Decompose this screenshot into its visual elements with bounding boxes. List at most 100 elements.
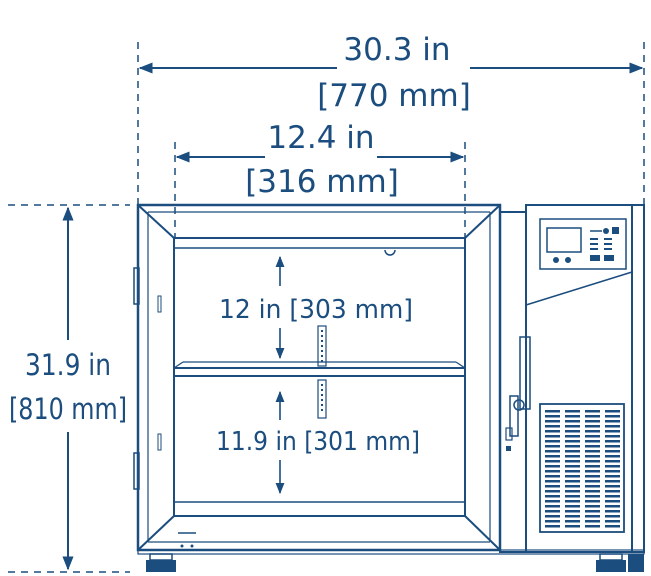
grille-slot [545, 430, 560, 433]
grille-slot [585, 435, 600, 438]
upper-shelf-dimension: 12 in [303 mm] [219, 255, 413, 360]
grille-slot [605, 410, 620, 413]
side-cabinet [499, 204, 645, 553]
grille-slot [565, 410, 580, 413]
grille-slot [545, 510, 560, 513]
leveling-foot [137, 549, 645, 572]
grille-slot [565, 505, 580, 508]
grille-slot [585, 460, 600, 463]
grille-slot [565, 430, 580, 433]
grille-slot [565, 485, 580, 488]
grille-slot [545, 420, 560, 423]
grille-slot [545, 495, 560, 498]
grille-slot [565, 450, 580, 453]
grille-slot [545, 520, 560, 523]
interior-width-metric: [316 mm] [245, 164, 399, 200]
grille-slot [565, 480, 580, 483]
grille-slot [585, 525, 600, 528]
grille-slot [585, 505, 600, 508]
grille-slot [605, 515, 620, 518]
grille-slot [565, 455, 580, 458]
grille-slot [585, 485, 600, 488]
hinge-bottom [133, 452, 140, 490]
grille-slot [565, 495, 580, 498]
grille-slot [605, 415, 620, 418]
grille-slot [585, 415, 600, 418]
grille-slot [545, 500, 560, 503]
door-handle [519, 336, 531, 410]
lower-shelf-height-label: 11.9 in [301 mm] [216, 427, 420, 457]
grille-slot [545, 465, 560, 468]
grille-slot [585, 420, 600, 423]
grille-slot [585, 470, 600, 473]
grille-slot [585, 500, 600, 503]
grille-slot [585, 440, 600, 443]
grille-slot [605, 480, 620, 483]
grille-slot [565, 420, 580, 423]
grille-slot [545, 505, 560, 508]
shelf-rail [317, 325, 327, 419]
grille-slot [605, 440, 620, 443]
grille-slot [605, 505, 620, 508]
grille-slot [545, 455, 560, 458]
lower-shelf-dimension: 11.9 in [301 mm] [216, 390, 420, 495]
grille-slot [545, 440, 560, 443]
grille-slot [565, 470, 580, 473]
upper-shelf-height-label: 12 in [303 mm] [219, 295, 413, 325]
grille-slot [565, 460, 580, 463]
grille-slot [545, 425, 560, 428]
ventilation-grille [539, 403, 625, 533]
grille-slot [545, 490, 560, 493]
grille-slot [585, 475, 600, 478]
grille-slot [585, 450, 600, 453]
grille-slot [605, 430, 620, 433]
grille-slot [565, 415, 580, 418]
control-panel-display [539, 218, 627, 270]
grille-slot [585, 490, 600, 493]
grille-slot [585, 515, 600, 518]
overall-height-metric: [810 mm] [9, 392, 127, 426]
grille-slot [585, 455, 600, 458]
grille-slot [565, 520, 580, 523]
grille-slot [605, 475, 620, 478]
grille-slot [605, 445, 620, 448]
grille-slot [585, 445, 600, 448]
grille-slot [605, 490, 620, 493]
grille-slot [605, 470, 620, 473]
grille-slot [605, 485, 620, 488]
grille-slot [605, 420, 620, 423]
grille-slot [545, 470, 560, 473]
grille-slot [565, 510, 580, 513]
overall-height-dimension: 31.9 in [810 mm] [8, 204, 130, 573]
grille-slot [545, 480, 560, 483]
overall-width-imperial: 30.3 in [343, 32, 450, 68]
grille-slot [585, 410, 600, 413]
grille-slot [565, 500, 580, 503]
grille-slot [605, 520, 620, 523]
grille-slot [545, 525, 560, 528]
grille-slot [545, 445, 560, 448]
overall-width-metric: [770 mm] [317, 78, 471, 114]
grille-slot [585, 465, 600, 468]
grille-slot [565, 475, 580, 478]
grille-slot [605, 450, 620, 453]
grille-slot [565, 515, 580, 518]
hinge-top [133, 267, 140, 305]
grille-slot [585, 425, 600, 428]
door-frame [136, 203, 502, 552]
grille-slot [585, 430, 600, 433]
grille-slot [545, 485, 560, 488]
grille-slot [545, 410, 560, 413]
grille-slot [565, 425, 580, 428]
grille-slot [565, 435, 580, 438]
grille-slot [605, 425, 620, 428]
grille-slot [605, 465, 620, 468]
grille-slot [545, 415, 560, 418]
grille-slot [565, 490, 580, 493]
grille-slot [545, 450, 560, 453]
grille-slot [605, 510, 620, 513]
grille-slot [605, 500, 620, 503]
overall-height-imperial: 31.9 in [25, 348, 111, 382]
grille-slot [565, 440, 580, 443]
grille-slot [565, 525, 580, 528]
